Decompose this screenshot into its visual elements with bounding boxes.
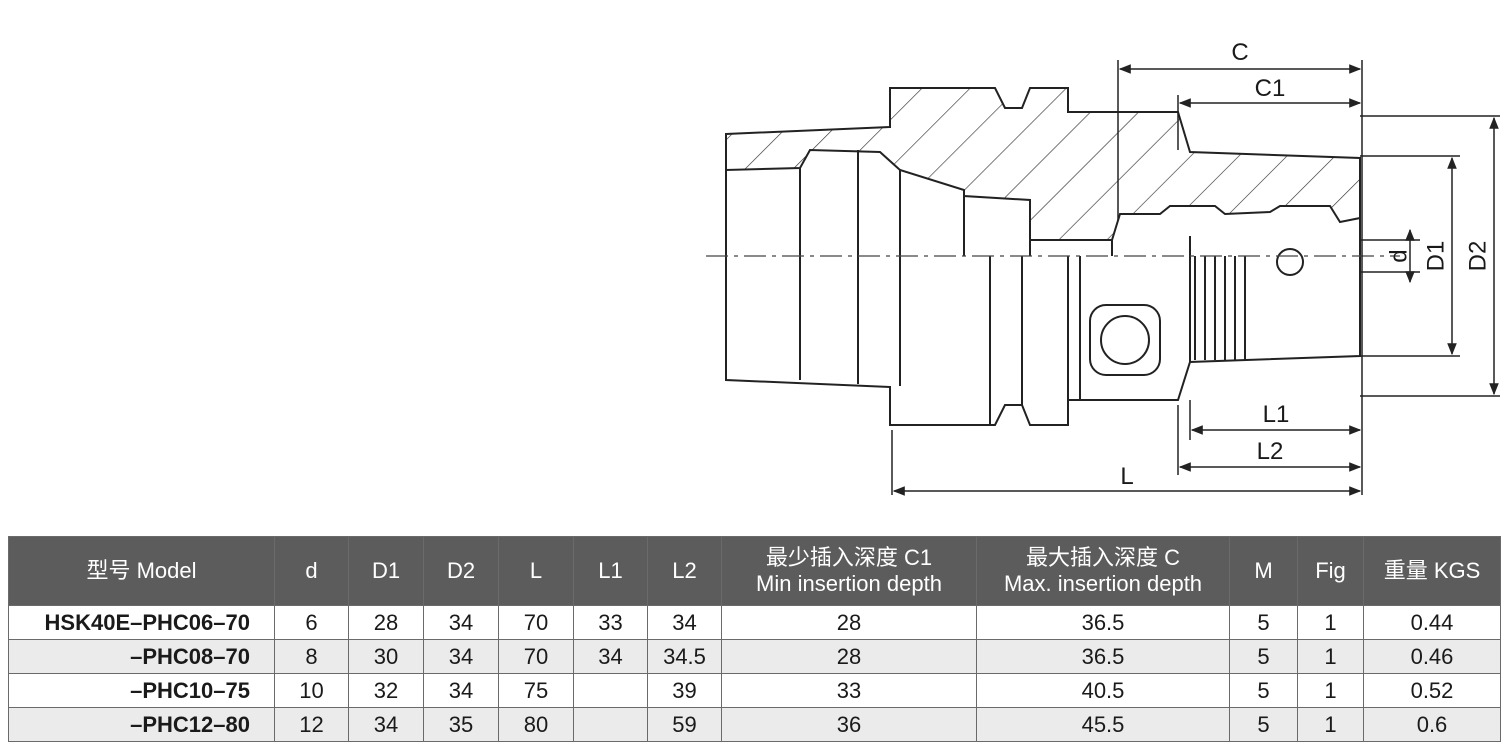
cell-C: 36.5: [976, 639, 1230, 674]
cell-D1: 32: [348, 673, 424, 708]
shank-lower: [725, 170, 1361, 426]
header-L2: L2: [647, 536, 722, 606]
cell-D2: 35: [423, 707, 499, 742]
cell-M: 5: [1229, 605, 1298, 640]
small-port: [1276, 248, 1304, 276]
header-min-insertion-en: Min insertion depth: [756, 571, 942, 596]
cell-L2: 39: [647, 673, 722, 708]
cell-d: 10: [274, 673, 349, 708]
label-d: d: [1385, 249, 1412, 262]
header-weight: 重量 KGS: [1363, 536, 1501, 606]
cell-L: 80: [498, 707, 574, 742]
cell-fig: 1: [1297, 673, 1364, 708]
cell-L1: [573, 673, 648, 708]
thread-marks: [1194, 256, 1246, 360]
cell-C1: 36: [721, 707, 977, 742]
spec-table: 型号 Model d D1 D2 L L1 L2 最少插入深度 C1 Min i…: [8, 536, 1501, 742]
header-min-insertion: 最少插入深度 C1 Min insertion depth: [721, 536, 977, 606]
cell-d: 6: [274, 605, 349, 640]
label-L1: L1: [1263, 401, 1290, 428]
cell-d: 12: [274, 707, 349, 742]
cell-model: –PHC08–70: [8, 639, 275, 674]
cell-C: 36.5: [976, 605, 1230, 640]
cell-d: 8: [274, 639, 349, 674]
dimension-labels: C C1 d D1 D2 L1 L2 L: [1120, 39, 1491, 490]
cell-C: 45.5: [976, 707, 1230, 742]
cell-fig: 1: [1297, 707, 1364, 742]
label-L2: L2: [1257, 438, 1284, 465]
cell-model: HSK40E–PHC06–70: [8, 605, 275, 640]
cell-L2: 34: [647, 605, 722, 640]
header-fig: Fig: [1297, 536, 1364, 606]
table-row: –PHC08–70 8 30 34 70 34 34.5 28 36.5 5 1…: [8, 639, 1501, 674]
cell-fig: 1: [1297, 605, 1364, 640]
cell-model: –PHC12–80: [8, 707, 275, 742]
side-port: [1089, 304, 1161, 376]
cell-D2: 34: [423, 673, 499, 708]
label-D1: D1: [1422, 241, 1449, 272]
cell-L1: 33: [573, 605, 648, 640]
header-max-insertion-en: Max. insertion depth: [1003, 571, 1203, 596]
cell-weight: 0.6: [1363, 707, 1501, 742]
header-D2: D2: [423, 536, 499, 606]
label-L: L: [1120, 463, 1133, 490]
label-C1: C1: [1255, 75, 1286, 102]
cell-L2: 59: [647, 707, 722, 742]
flange-rings: [989, 256, 1081, 425]
cell-M: 5: [1229, 673, 1298, 708]
cell-C1: 33: [721, 673, 977, 708]
label-D2: D2: [1464, 241, 1491, 272]
tool-holder-drawing: C C1 d D1 D2 L1 L2 L: [706, 39, 1500, 496]
cell-D1: 28: [348, 605, 424, 640]
label-C: C: [1231, 39, 1248, 66]
upper-section: [725, 87, 1361, 241]
cell-fig: 1: [1297, 639, 1364, 674]
cell-D2: 34: [423, 639, 499, 674]
cell-L: 75: [498, 673, 574, 708]
cell-L1: 34: [573, 639, 648, 674]
header-D1: D1: [348, 536, 424, 606]
cell-L: 70: [498, 639, 574, 674]
cell-M: 5: [1229, 707, 1298, 742]
header-L: L: [498, 536, 574, 606]
cell-D1: 30: [348, 639, 424, 674]
cell-model: –PHC10–75: [8, 673, 275, 708]
header-min-insertion-cn: 最少插入深度 C1: [765, 545, 933, 570]
cell-weight: 0.52: [1363, 673, 1501, 708]
dimension-lines: [891, 60, 1500, 496]
header-M: M: [1229, 536, 1298, 606]
header-max-insertion: 最大插入深度 C Max. insertion depth: [976, 536, 1230, 606]
cell-C1: 28: [721, 605, 977, 640]
cell-L1: [573, 707, 648, 742]
table-row: –PHC12–80 12 34 35 80 59 36 45.5 5 1 0.6: [8, 707, 1501, 742]
cell-D2: 34: [423, 605, 499, 640]
cell-C1: 28: [721, 639, 977, 674]
header-d: d: [274, 536, 349, 606]
header-max-insertion-cn: 最大插入深度 C: [1025, 545, 1180, 570]
header-model: 型号 Model: [8, 536, 275, 606]
cell-C: 40.5: [976, 673, 1230, 708]
cell-L2: 34.5: [647, 639, 722, 674]
cell-weight: 0.44: [1363, 605, 1501, 640]
cell-L: 70: [498, 605, 574, 640]
cell-M: 5: [1229, 639, 1298, 674]
cell-weight: 0.46: [1363, 639, 1501, 674]
port-bore: [1100, 315, 1150, 365]
table-row: HSK40E–PHC06–70 6 28 34 70 33 34 28 36.5…: [8, 605, 1501, 640]
header-L1: L1: [573, 536, 648, 606]
table-row: –PHC10–75 10 32 34 75 39 33 40.5 5 1 0.5…: [8, 673, 1501, 708]
cell-D1: 34: [348, 707, 424, 742]
inner-bore: [799, 150, 1191, 386]
table-header-row: 型号 Model d D1 D2 L L1 L2 最少插入深度 C1 Min i…: [8, 536, 1501, 606]
holder-outline: [725, 87, 1361, 426]
